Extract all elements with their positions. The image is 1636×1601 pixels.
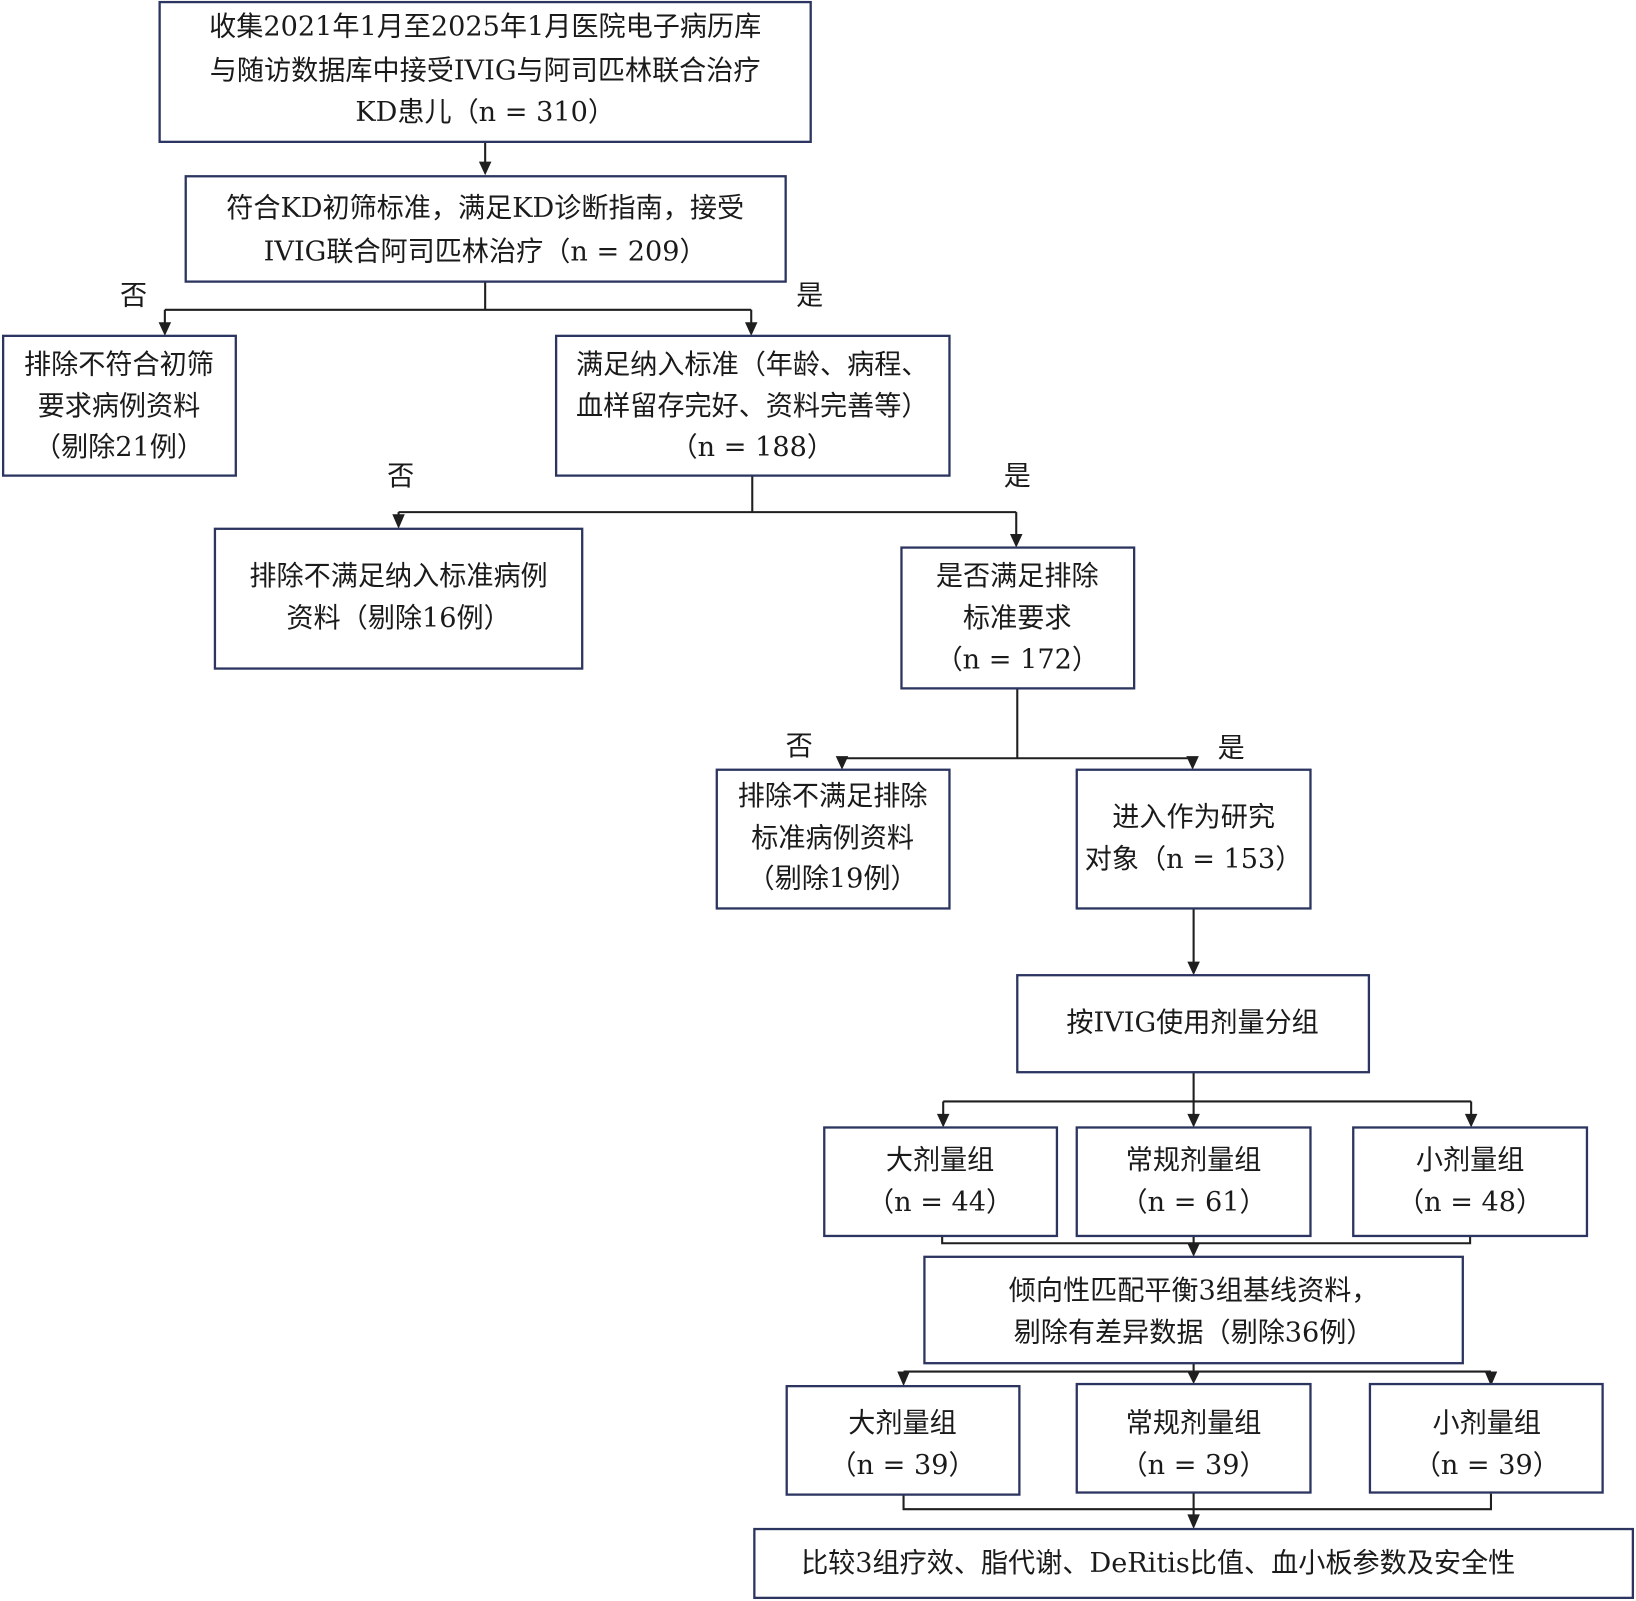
arrowhead: [392, 514, 405, 529]
node-text: 对象（n = 153）: [1085, 844, 1303, 875]
node-text: （n = 61）: [1121, 1187, 1267, 1218]
node-grouping: 按IVIG使用剂量分组: [1016, 974, 1371, 1074]
arrowhead: [936, 1113, 950, 1128]
node-text: 排除不符合初筛: [24, 349, 214, 380]
node-text: （n = 39）: [1414, 1450, 1560, 1481]
arrowhead: [1187, 1243, 1200, 1257]
arrowhead: [744, 322, 758, 336]
node-include: 满足纳入标准（年龄、病程、 血样留存完好、资料完善等） （n = 188）: [554, 334, 951, 477]
arrowhead: [1009, 534, 1023, 548]
node-text: （n = 172）: [936, 645, 1099, 676]
node-high-dose-2: 大剂量组 （n = 39）: [785, 1384, 1021, 1496]
node-text: （剔除19例）: [748, 864, 918, 895]
node-regular-dose-2: 常规剂量组 （n = 39）: [1075, 1382, 1312, 1494]
node-compare: 比较3组疗效、脂代谢、DeRitis比值、血小板参数及安全性: [753, 1527, 1635, 1600]
node-text: 满足纳入标准（年龄、病程、: [576, 349, 929, 380]
node-text: （n = 39）: [1121, 1450, 1267, 1481]
node-text: 与随访数据库中接受IVIG与阿司匹林联合治疗: [210, 55, 761, 86]
node-text: 比较3组疗效、脂代谢、DeRitis比值、血小板参数及安全性: [801, 1548, 1515, 1579]
node-text: KD患儿（n = 310）: [355, 97, 615, 128]
node-collect: 收集2021年1月至2025年1月医院电子病历库 与随访数据库中接受IVIG与阿…: [158, 0, 812, 143]
branch-label-no: 否: [786, 731, 813, 762]
arrowhead: [158, 322, 172, 336]
node-text: 常规剂量组: [1126, 1408, 1262, 1439]
arrowhead: [1186, 756, 1199, 770]
node-text: 小剂量组: [1416, 1145, 1524, 1176]
node-text: 剔除有差异数据（剔除36例）: [1014, 1317, 1374, 1348]
arrowhead: [478, 161, 492, 176]
node-text: （n = 39）: [829, 1450, 975, 1481]
node-exclude3: 排除不满足排除 标准病例资料 （剔除19例）: [715, 768, 951, 910]
node-text: 大剂量组: [848, 1408, 956, 1439]
node-exclude2: 排除不满足纳入标准病例 资料（剔除16例）: [213, 527, 584, 670]
node-text: （n = 48）: [1397, 1187, 1543, 1218]
node-psm: 倾向性匹配平衡3组基线资料， 剔除有差异数据（剔除36例）: [923, 1255, 1464, 1365]
branch-label-yes: 是: [1004, 461, 1031, 492]
node-regular-dose-1: 常规剂量组 （n = 61）: [1075, 1126, 1312, 1238]
node-text: （n = 44）: [867, 1187, 1013, 1218]
node-text: 常规剂量组: [1126, 1145, 1262, 1176]
connectors: [158, 141, 1498, 1530]
node-text: 收集2021年1月至2025年1月医院电子病历库: [209, 11, 761, 42]
node-text: 标准要求: [963, 603, 1071, 634]
node-text: （n = 188）: [671, 432, 834, 463]
node-subjects: 进入作为研究 对象（n = 153）: [1075, 768, 1312, 910]
arrowhead: [1187, 1113, 1200, 1128]
arrowhead: [1187, 961, 1200, 976]
node-text: 血样留存完好、资料完善等）: [576, 391, 929, 422]
arrowhead: [1464, 1113, 1478, 1128]
node-text: 是否满足排除: [936, 561, 1099, 592]
arrowhead: [897, 1371, 910, 1387]
edge-groups2-merge: [902, 1493, 1493, 1511]
branch-label-yes: 是: [1218, 733, 1245, 764]
arrowhead: [1187, 1514, 1200, 1530]
branch-labels: 否 是 否 是 否 是: [120, 281, 1245, 765]
node-low-dose-2: 小剂量组 （n = 39）: [1368, 1382, 1604, 1494]
node-text: 倾向性匹配平衡3组基线资料，: [1009, 1276, 1379, 1307]
node-text: 符合KD初筛标准，满足KD诊断指南，接受: [226, 193, 744, 224]
node-text: 排除不满足排除: [738, 781, 928, 812]
node-high-dose-1: 大剂量组 （n = 44）: [823, 1126, 1059, 1238]
node-text: 按IVIG使用剂量分组: [1066, 1008, 1318, 1039]
arrowhead: [1484, 1371, 1498, 1387]
node-text: 进入作为研究: [1112, 802, 1275, 833]
node-low-dose-1: 小剂量组 （n = 48）: [1352, 1126, 1589, 1238]
node-text: 资料（剔除16例）: [286, 603, 510, 634]
node-text: 标准病例资料: [751, 823, 914, 854]
branch-label-yes: 是: [796, 281, 823, 312]
node-text: 要求病例资料: [38, 391, 201, 422]
node-exclude1: 排除不符合初筛 要求病例资料 （剔除21例）: [1, 334, 237, 477]
arrowhead: [835, 756, 849, 770]
edge-high1-merge: [941, 1235, 1472, 1245]
node-text: 大剂量组: [886, 1145, 994, 1176]
node-exclusion-check: 是否满足排除 标准要求 （n = 172）: [900, 546, 1136, 690]
node-screen: 符合KD初筛标准，满足KD诊断指南，接受 IVIG联合阿司匹林治疗（n = 20…: [184, 175, 787, 283]
branch-label-no: 否: [120, 281, 147, 312]
node-text: IVIG联合阿司匹林治疗（n = 209）: [264, 237, 707, 268]
branch-label-no: 否: [387, 461, 414, 492]
node-text: 排除不满足纳入标准病例: [249, 561, 547, 592]
node-text: （剔除21例）: [34, 432, 204, 463]
arrowhead: [1187, 1371, 1200, 1385]
node-text: 小剂量组: [1433, 1408, 1541, 1439]
